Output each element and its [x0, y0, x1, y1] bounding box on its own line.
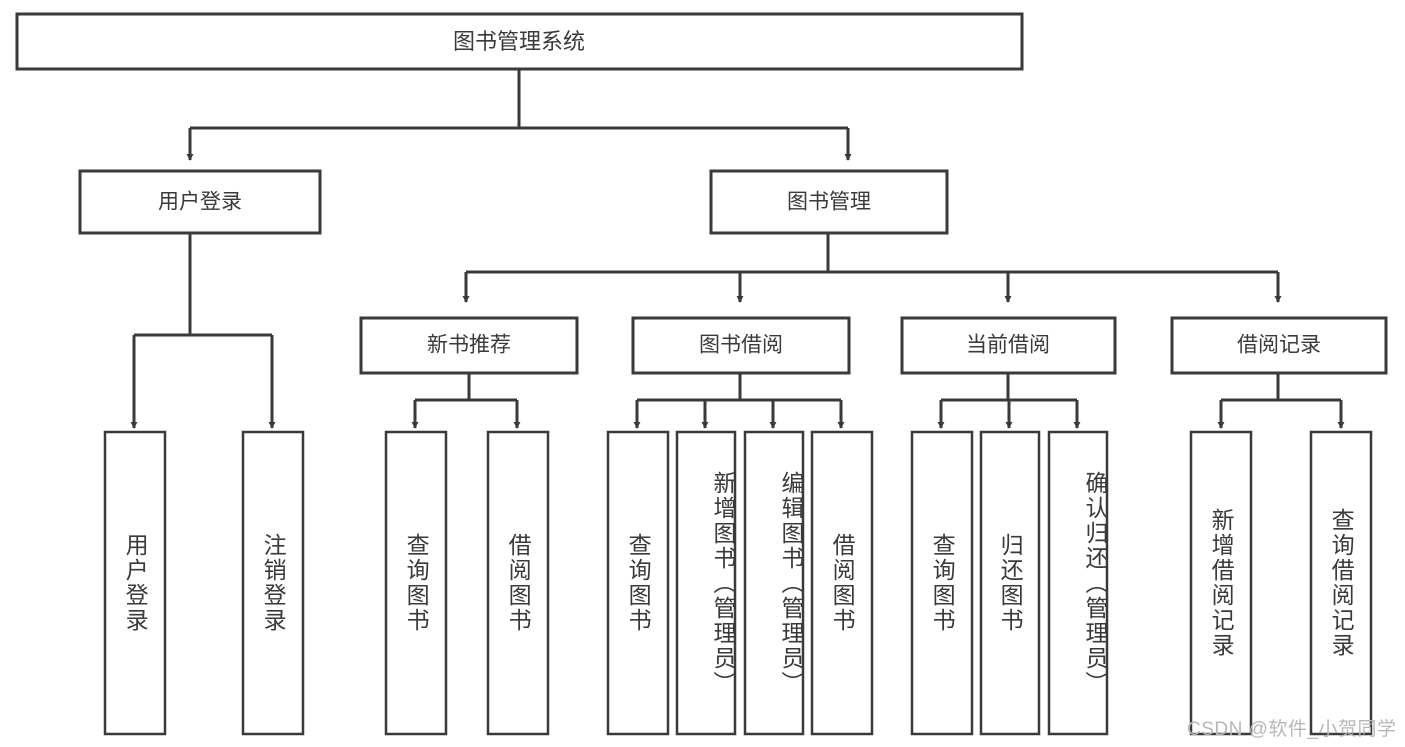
node-new-book-recommend[interactable]: 新书推荐: [359, 316, 579, 375]
node-new-book-recommend-label: 新书推荐: [427, 334, 511, 357]
node-current-borrow[interactable]: 当前借阅: [900, 316, 1117, 375]
node-book-manage[interactable]: 图书管理: [709, 169, 949, 235]
node-user-login[interactable]: 用户登录: [78, 169, 322, 235]
leaf-box-leaf-edit-book[interactable]: [743, 430, 805, 736]
connector-newbook-to-leaves: [411, 373, 521, 429]
connector-root-to-level2: [186, 70, 852, 161]
node-book-borrow-label: 图书借阅: [699, 334, 783, 357]
node-borrow-record-label: 借阅记录: [1237, 334, 1321, 357]
leaf-box-leaf-add-book[interactable]: [675, 430, 737, 736]
node-book-manage-label: 图书管理: [787, 191, 871, 214]
node-user-login-label: 用户登录: [158, 191, 242, 214]
leaf-box-leaf-borrow-book-1[interactable]: [486, 430, 550, 736]
node-current-borrow-label: 当前借阅: [966, 334, 1050, 357]
leaf-box-leaf-borrow-book-2[interactable]: [810, 430, 874, 736]
leaf-box-leaf-query-book-2[interactable]: [606, 430, 670, 736]
leaf-box-leaf-confirm-return[interactable]: [1047, 430, 1109, 736]
leaf-box-leaf-query-book-1[interactable]: [384, 430, 448, 736]
connector-bookmanage-to-level3: [462, 233, 1282, 303]
connector-userlogin-to-leaves: [130, 233, 276, 429]
connector-borrowrecord-to-leaves: [1217, 373, 1345, 429]
node-root-label: 图书管理系统: [453, 29, 585, 54]
leaf-box-leaf-return-book[interactable]: [979, 430, 1041, 736]
connector-currentborrow-to-leaves: [937, 373, 1081, 429]
node-root[interactable]: 图书管理系统: [15, 12, 1024, 71]
leaf-box-leaf-query-record[interactable]: [1309, 430, 1373, 736]
leaf-box-leaf-user-login[interactable]: [103, 430, 167, 736]
csdn-watermark: CSDN @软件_小贺同学: [1187, 719, 1397, 740]
leaf-box-leaf-add-record[interactable]: [1189, 430, 1253, 736]
leaf-box-leaf-query-book-3[interactable]: [910, 430, 974, 736]
node-book-borrow[interactable]: 图书借阅: [631, 316, 851, 375]
leaf-box-leaf-logout[interactable]: [241, 430, 305, 736]
connector-bookborrow-to-leaves: [633, 373, 845, 429]
node-borrow-record[interactable]: 借阅记录: [1170, 316, 1388, 375]
